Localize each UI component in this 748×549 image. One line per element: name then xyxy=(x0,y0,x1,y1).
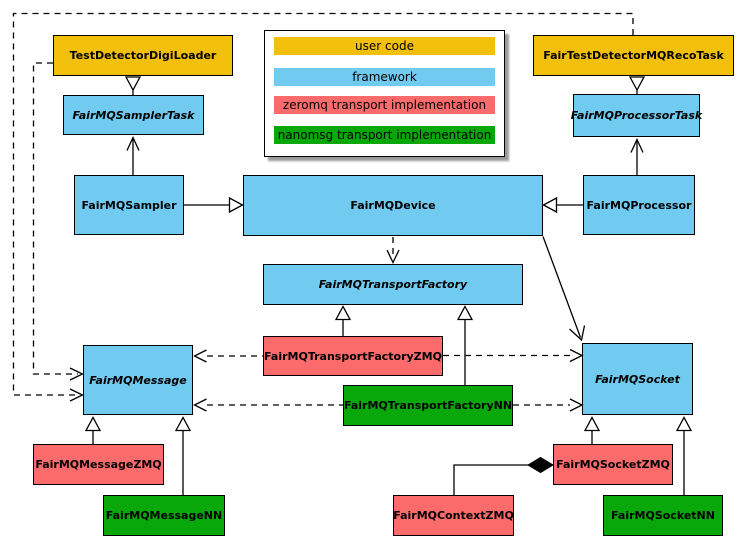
node-fairmq-context-zmq: FairMQContextZMQ xyxy=(393,495,514,536)
legend-item-zeromq: zeromq transport implementation xyxy=(274,96,495,114)
edge-socketzmq-socket xyxy=(583,416,601,444)
edge-factorynn-socket xyxy=(513,398,584,412)
node-fairmq-device: FairMQDevice xyxy=(243,175,543,236)
legend-item-nanomsg: nanomsg transport implementation xyxy=(274,126,495,144)
edge-socketnn-socket xyxy=(675,416,693,495)
edge-factorynn-message xyxy=(193,398,343,412)
edge-messagenn-message xyxy=(174,416,192,495)
node-fairmq-message-zmq: FairMQMessageZMQ xyxy=(33,444,164,485)
node-fairmq-socket-zmq: FairMQSocketZMQ xyxy=(553,444,673,485)
node-fairmq-message: FairMQMessage xyxy=(83,345,193,415)
edge-factoryzmq-message xyxy=(193,349,263,363)
edge-sampler-samplertask xyxy=(126,135,140,175)
legend-item-user-code: user code xyxy=(274,37,495,55)
node-fairmq-transport-factory-zmq: FairMQTransportFactoryZMQ xyxy=(263,336,443,376)
node-fairmq-transport-factory-nn: FairMQTransportFactoryNN xyxy=(343,385,513,426)
node-fairmq-processor: FairMQProcessor xyxy=(583,175,695,235)
node-fairmq-socket: FairMQSocket xyxy=(582,343,693,415)
node-test-detector-digi-loader: TestDetectorDigiLoader xyxy=(53,35,233,76)
node-fairmq-message-nn: FairMQMessageNN xyxy=(103,495,225,536)
edge-device-socket xyxy=(542,236,586,342)
node-fairmq-transport-factory: FairMQTransportFactory xyxy=(263,264,523,305)
edge-contextzmq-socketzmq xyxy=(453,456,554,495)
edge-sampler-device xyxy=(184,196,244,214)
node-fair-test-detector-mq-reco-task: FairTestDetectorMQRecoTask xyxy=(533,35,734,76)
edge-factoryzmq-socket xyxy=(443,348,584,363)
legend-box: user code framework zeromq transport imp… xyxy=(264,30,505,157)
edge-processor-device xyxy=(542,196,583,214)
node-fairmq-sampler-task: FairMQSamplerTask xyxy=(63,95,204,135)
edge-messagezmq-message xyxy=(84,416,102,444)
edge-factorynn-factory xyxy=(456,305,474,385)
edge-processor-processortask xyxy=(630,137,644,175)
edge-factoryzmq-factory xyxy=(334,305,352,336)
legend-item-framework: framework xyxy=(274,68,495,86)
edge-device-transportfactory xyxy=(386,237,400,265)
edge-recotask-processortask xyxy=(628,76,646,94)
node-fairmq-sampler: FairMQSampler xyxy=(74,175,184,235)
edge-digiloader-samplertask xyxy=(124,76,142,95)
node-fairmq-socket-nn: FairMQSocketNN xyxy=(603,495,723,536)
node-fairmq-processor-task: FairMQProcessorTask xyxy=(571,94,702,137)
